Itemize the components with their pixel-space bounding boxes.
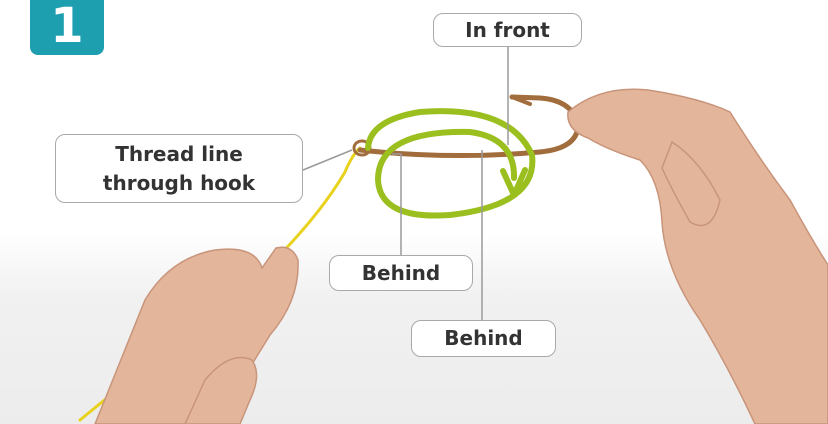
right-hand bbox=[568, 89, 828, 424]
left-hand bbox=[95, 247, 298, 424]
fish-hook bbox=[354, 97, 578, 156]
callout-thread-line-1: Thread line bbox=[56, 140, 302, 169]
callout-in-front: In front bbox=[433, 13, 582, 47]
callout-thread-line: Thread line through hook bbox=[55, 134, 303, 203]
callout-behind-lower: Behind bbox=[411, 320, 556, 357]
callout-behind-upper: Behind bbox=[329, 255, 473, 291]
callout-thread-line-2: through hook bbox=[56, 169, 302, 198]
step-number-badge: 1 bbox=[30, 0, 104, 55]
